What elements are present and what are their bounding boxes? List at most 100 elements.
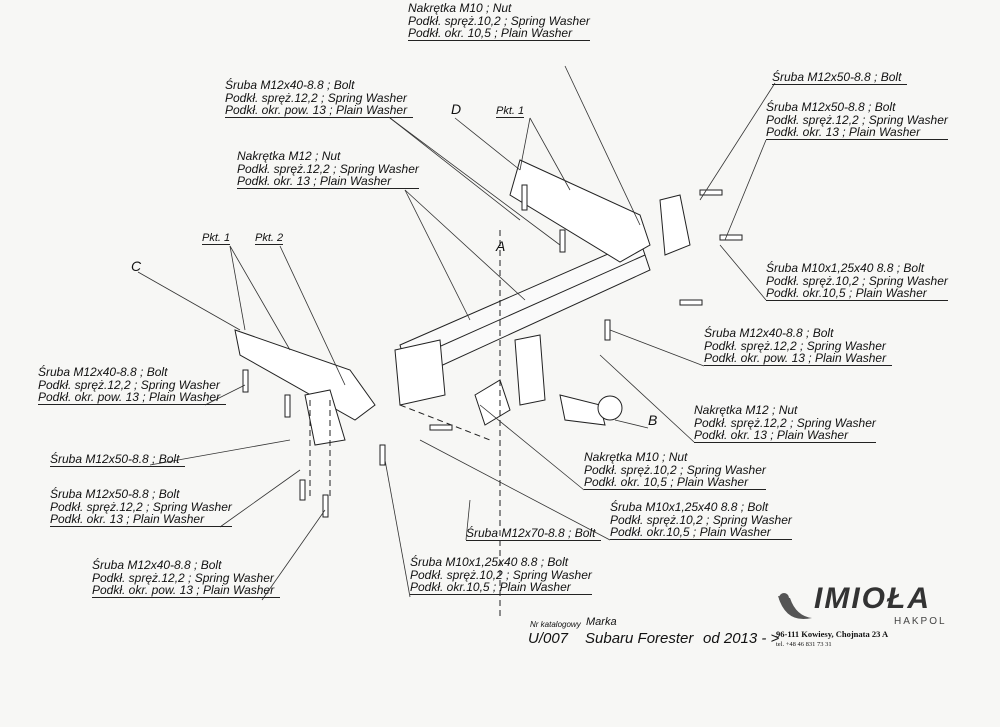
callout-letter-d: D: [451, 101, 462, 117]
part-label-line: Podkł. spręż.10,2 ; Spring Washer: [584, 462, 766, 477]
leader-line: [519, 117, 531, 171]
leader-line: [529, 117, 571, 191]
part-label-line: Podkł. okr. pow. 13 ; Plain Washer: [92, 584, 281, 598]
leader-line: [404, 189, 471, 321]
leader-lines: [137, 65, 776, 601]
leader-line: [204, 384, 246, 406]
part-label: Śruba M12x70-8.8 ; Bolt: [466, 527, 602, 541]
part-label-line: Podkł. spręż.12,2 ; Spring Washer: [694, 415, 876, 430]
bolt: [604, 319, 611, 341]
leader-line: [699, 82, 776, 201]
part-label-line: Śruba M12x50-8.8 ; Bolt: [50, 487, 180, 501]
bolt: [322, 494, 329, 518]
leader-line: [137, 271, 241, 331]
company-address: 96-111 Kowiesy, Chojnata 23 A: [776, 629, 889, 639]
part-label-line: Podkł. spręż.12,2 ; Spring Washer: [38, 377, 220, 392]
leader-line: [479, 404, 585, 491]
leader-line: [389, 117, 521, 221]
part-label-line: Śruba M12x50-8.8 ; Bolt: [772, 71, 908, 85]
bolt: [299, 479, 306, 501]
part-label-line: Podkł. spręż.10,2 ; Spring Washer: [410, 567, 592, 582]
logo-subtitle: HAKPOL: [894, 616, 947, 627]
leader-line: [384, 459, 411, 598]
leader-line: [261, 509, 326, 601]
mid-plate: [394, 339, 446, 406]
bolt: [521, 184, 528, 211]
leader-line: [599, 354, 695, 443]
bolt: [679, 299, 703, 306]
leader-line: [149, 439, 291, 466]
part-label-line: Podkł. okr. 13 ; Plain Washer: [237, 175, 419, 189]
left-bracket: [234, 329, 376, 421]
part-label-line: Śruba M12x50-8.8 ; Bolt: [766, 100, 896, 114]
part-label-line: Podkł. spręż.12,2 ; Spring Washer: [92, 570, 274, 585]
ball-neck: [559, 394, 606, 426]
leader-line: [454, 117, 521, 171]
part-label-line: Podkł. spręż.12,2 ; Spring Washer: [50, 499, 232, 514]
part-label-line: Podkł. okr. pow. 13 ; Plain Washer: [225, 104, 414, 118]
catalog-number: U/007: [528, 630, 569, 647]
part-label-line: Podkł. okr. 13 ; Plain Washer: [50, 513, 232, 527]
part-label-line: Podkł. okr. pow. 13 ; Plain Washer: [704, 352, 893, 366]
brand-label: Marka: [586, 616, 617, 628]
right-bracket: [509, 159, 651, 263]
part-label-line: Podkł. okr. pow. 13 ; Plain Washer: [38, 391, 227, 405]
centre-line: [399, 404, 491, 441]
part-label-line: Śruba M12x50-8.8 ; Bolt: [50, 453, 186, 467]
leader-line: [609, 329, 705, 367]
brand-model: Subaru Forester: [585, 630, 694, 647]
part-label-line: Podkł. okr. 13 ; Plain Washer: [766, 126, 948, 140]
part-label: Śruba M12x50-8.8 ; Bolt: [50, 453, 186, 467]
part-label-line: Śruba M12x40-8.8 ; Bolt: [38, 365, 168, 379]
part-label-line: Nakrętka M12 ; Nut: [237, 149, 341, 163]
leader-line: [614, 419, 649, 429]
part-label-line: Podkł. okr. 10,5 ; Plain Washer: [408, 27, 590, 41]
part-label-line: Podkł. spręż.12,2 ; Spring Washer: [704, 338, 886, 353]
callout-letter-c: C: [131, 258, 142, 274]
part-label-line: Podkł. spręż.12,2 ; Spring Washer: [237, 161, 419, 176]
bolt: [242, 369, 249, 393]
ball-mount: [514, 334, 546, 406]
model-years: od 2013 - >: [703, 630, 780, 647]
catalog-number-label: Nr katalogowy: [530, 620, 581, 629]
part-label-line: Podkł. okr.10,5 ; Plain Washer: [410, 581, 592, 595]
centre-lines: [309, 230, 501, 620]
leader-line: [219, 469, 301, 528]
cross-beam-edge: [404, 254, 646, 363]
part-label-line: Śruba M12x40-8.8 ; Bolt: [92, 558, 222, 572]
part-label-line: Podkł. okr. 10,5 ; Plain Washer: [584, 476, 766, 490]
part-label-line: Podkł. spręż.12,2 ; Spring Washer: [766, 112, 948, 127]
part-label-line: Śruba M10x1,25x40 8.8 ; Bolt: [410, 555, 569, 569]
logo-text: IMIOŁA: [814, 582, 931, 615]
bolt: [699, 189, 723, 196]
part-label-line: Podkł. spręż.10,2 ; Spring Washer: [766, 273, 948, 288]
imiola-logo: IMIOŁA HAKPOL: [776, 582, 986, 632]
point-label-pkt1-left: Pkt. 1: [202, 232, 231, 245]
point-label-pkt2-left: Pkt. 2: [255, 232, 284, 245]
leader-line: [229, 245, 246, 331]
part-label-line: Śruba M12x40-8.8 ; Bolt: [225, 78, 355, 92]
leader-line: [279, 245, 346, 386]
bolt: [429, 424, 453, 431]
callout-letter-a: A: [496, 238, 506, 254]
logo-swoosh-icon: [778, 593, 812, 620]
part-label-line: Nakrętka M10 ; Nut: [584, 450, 688, 464]
part-label-line: Śruba M12x70-8.8 ; Bolt: [466, 527, 602, 541]
callout-letter-b: B: [648, 412, 658, 428]
part-label-line: Podkł. okr. 13 ; Plain Washer: [694, 429, 876, 443]
part-label-line: Śruba M10x1,25x40 8.8 ; Bolt: [766, 261, 925, 275]
part-label-line: Podkł. okr.10,5 ; Plain Washer: [766, 287, 948, 301]
part-label-line: Podkł. spręż.10,2 ; Spring Washer: [610, 512, 792, 527]
part-label-line: Śruba M12x40-8.8 ; Bolt: [704, 326, 834, 340]
part-label-line: Nakrętka M12 ; Nut: [694, 403, 798, 417]
